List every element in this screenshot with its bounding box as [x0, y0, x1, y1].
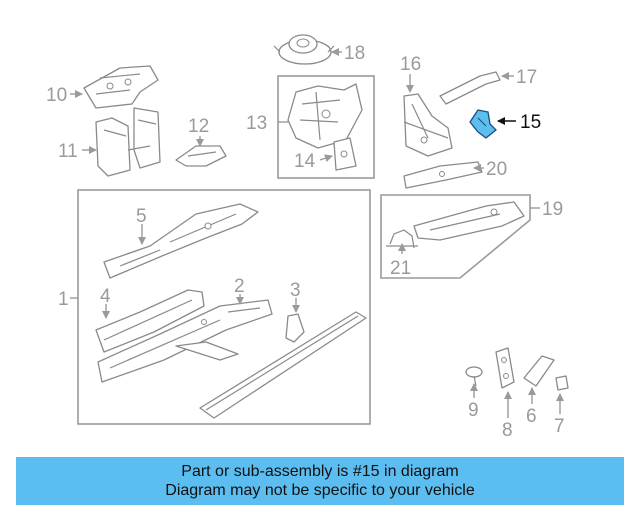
callout-13: 13 [246, 113, 267, 134]
part-18-mount[interactable] [273, 34, 335, 65]
part-14-bracket[interactable] [333, 137, 357, 171]
callout-21: 21 [390, 258, 411, 279]
callout-7: 7 [554, 416, 565, 437]
part-19-rail[interactable] [413, 201, 525, 241]
part-13-bracket[interactable] [287, 83, 363, 149]
callout-12: 12 [188, 116, 209, 137]
part-20-rail[interactable] [403, 161, 483, 189]
callout-1: 1 [58, 289, 69, 310]
part-6-bracket[interactable] [523, 355, 555, 387]
group-box-19 [380, 194, 531, 279]
callout-2: 2 [234, 276, 245, 297]
part-16-apron[interactable] [403, 93, 453, 157]
part-7-clip[interactable] [555, 375, 569, 391]
part-4-rail[interactable] [95, 289, 205, 353]
callout-8: 8 [502, 420, 513, 441]
part-9-bolt[interactable] [465, 366, 483, 387]
part-10-bracket[interactable] [83, 65, 159, 109]
part-11-bracket[interactable] [95, 107, 161, 177]
info-banner: Part or sub-assembly is #15 in diagram D… [16, 457, 624, 505]
sill-rail[interactable] [199, 311, 367, 419]
callout-4: 4 [100, 286, 111, 307]
parts-diagram: 1 2 3 4 5 6 7 8 9 10 11 12 13 14 15 16 1… [46, 34, 569, 441]
callout-19: 19 [542, 199, 563, 220]
leader-14 [319, 154, 333, 163]
callout-16: 16 [400, 54, 421, 75]
part-17-strip[interactable] [439, 71, 501, 105]
part-3-bracket[interactable] [285, 313, 305, 343]
callout-11: 11 [58, 141, 78, 162]
part-15-bracket[interactable] [469, 109, 497, 139]
callout-18: 18 [344, 43, 365, 64]
rail-bracket[interactable] [175, 341, 239, 361]
callout-5: 5 [136, 206, 147, 227]
group-box-13 [277, 75, 375, 179]
callout-3: 3 [290, 280, 301, 301]
part-5-rail[interactable] [103, 203, 259, 279]
callout-6: 6 [526, 406, 537, 427]
callout-17: 17 [516, 67, 537, 88]
part-8-plate[interactable] [495, 347, 515, 389]
callout-9: 9 [468, 400, 479, 421]
callout-15: 15 [520, 112, 541, 133]
banner-line-2: Diagram may not be specific to your vehi… [165, 482, 475, 499]
callout-14: 14 [294, 151, 316, 172]
part-12-clip[interactable] [175, 145, 227, 167]
callout-10: 10 [46, 85, 67, 106]
banner-line-1: Part or sub-assembly is #15 in diagram [181, 463, 459, 480]
callout-20: 20 [486, 159, 507, 180]
part-2-rail[interactable] [97, 299, 273, 383]
group-box-1 [77, 189, 371, 425]
